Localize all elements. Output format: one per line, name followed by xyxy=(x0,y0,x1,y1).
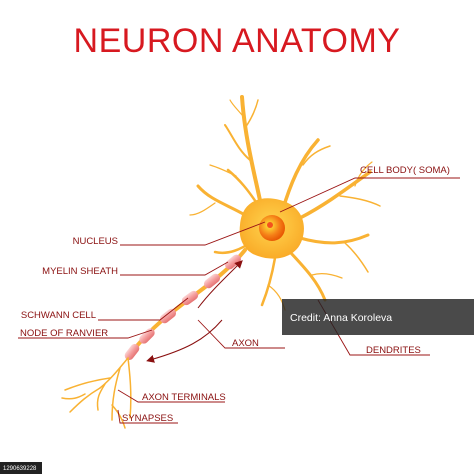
label-synapses: SYNAPSES xyxy=(122,413,173,424)
signal-arrow-up xyxy=(197,260,243,309)
watermark: Credit: Anna Koroleva xyxy=(282,299,474,335)
axon-terminals xyxy=(61,357,132,429)
label-dendrites: DENDRITES xyxy=(366,345,421,356)
label-nucleus: NUCLEUS xyxy=(73,236,118,247)
signal-arrow-down xyxy=(146,319,223,363)
myelin-sheaths xyxy=(124,254,241,361)
nucleolus xyxy=(267,222,273,228)
label-node-of-ranvier: NODE OF RANVIER xyxy=(20,328,108,339)
label-axon-terminals: AXON TERMINALS xyxy=(142,392,226,403)
label-axon: AXON xyxy=(232,338,259,349)
nucleus xyxy=(259,215,285,241)
watermark-credit: Credit: Anna Koroleva xyxy=(290,312,392,324)
page-title: NEURON ANATOMY xyxy=(73,22,401,60)
label-myelin-sheath: MYELIN SHEATH xyxy=(42,266,118,277)
dendrites xyxy=(189,95,381,311)
image-id-text: 1290639228 xyxy=(3,466,37,472)
label-schwann-cell: SCHWANN CELL xyxy=(21,310,96,321)
image-id: 1290639228 xyxy=(0,462,42,474)
label-cell-body: CELL BODY( SOMA) xyxy=(360,165,450,176)
